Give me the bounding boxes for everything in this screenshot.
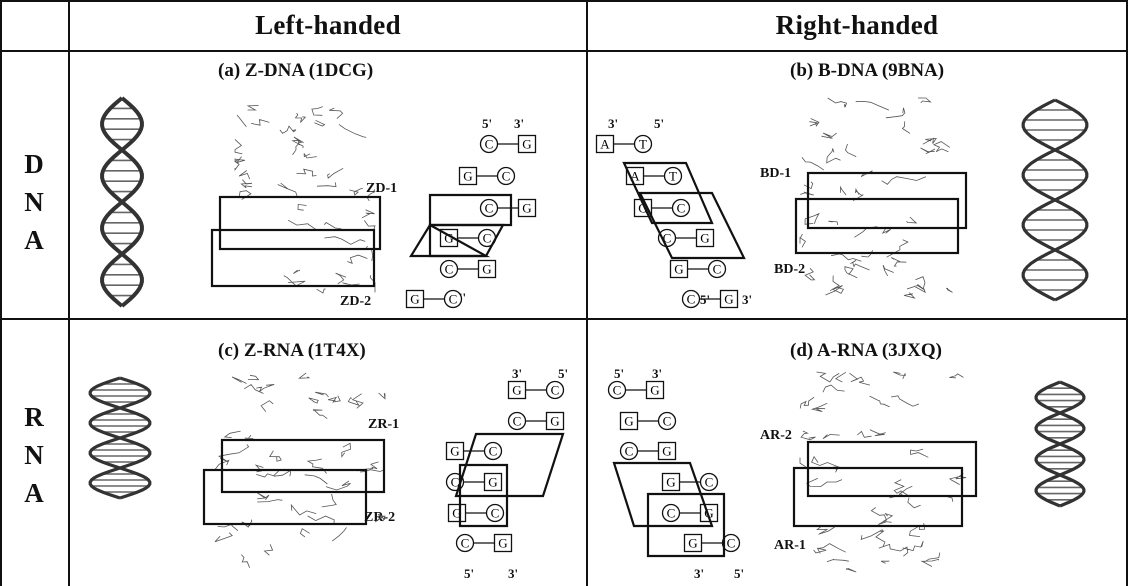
base-letter: C — [502, 169, 511, 184]
atom-bonds — [800, 372, 966, 572]
base-letter: G — [463, 169, 472, 184]
base-letter: G — [498, 536, 507, 551]
base-letter: C — [663, 414, 672, 429]
base-letter: T — [639, 137, 647, 152]
bd1-stacking-box — [808, 173, 966, 228]
base-letter: G — [688, 536, 697, 551]
base-letter: C — [485, 137, 494, 152]
base-pair: CG — [457, 535, 512, 552]
zdna-helix-thumbnail — [102, 98, 142, 306]
base-pair: GC — [407, 291, 462, 308]
base-pair: CG — [609, 382, 664, 399]
base-letter: C — [491, 506, 500, 521]
zr2-stacking-box — [204, 470, 366, 524]
base-letter: G — [522, 137, 531, 152]
zrna-helix-thumbnail — [90, 378, 150, 498]
base-pair: CG — [659, 230, 714, 247]
base-letter: C — [677, 201, 686, 216]
base-letter: G — [700, 231, 709, 246]
base-letter: C — [713, 262, 722, 277]
base-pair: GC — [447, 443, 502, 460]
base-letter: C — [705, 475, 714, 490]
base-letter: G — [550, 414, 559, 429]
arna-stick-model — [800, 372, 966, 572]
base-letter: G — [482, 262, 491, 277]
base-letter: G — [666, 475, 675, 490]
base-letter: G — [410, 292, 419, 307]
base-letter: G — [488, 475, 497, 490]
bdna-pair-box-lower — [640, 193, 744, 258]
base-letter: G — [624, 414, 633, 429]
bd2-stacking-box — [796, 199, 958, 253]
base-letter: C — [551, 383, 560, 398]
zd2-stacking-box — [212, 230, 374, 286]
base-letter: T — [669, 169, 677, 184]
base-letter: C — [449, 292, 458, 307]
base-letter: C — [513, 414, 522, 429]
base-letter: C — [667, 506, 676, 521]
zdna-pair-box-upper — [430, 195, 511, 225]
base-letter: G — [512, 383, 521, 398]
arna-helix-thumbnail — [1036, 382, 1084, 506]
base-letter: C — [613, 383, 622, 398]
base-letter: G — [662, 444, 671, 459]
bdna-helix-thumbnail — [1023, 100, 1087, 300]
base-pair: CG — [683, 291, 738, 308]
base-letter: C — [625, 444, 634, 459]
base-letter: G — [522, 201, 531, 216]
base-letter: C — [489, 444, 498, 459]
base-pair: CG — [481, 136, 536, 153]
base-pair: GC — [685, 535, 740, 552]
base-letter: G — [674, 262, 683, 277]
base-letter: G — [450, 444, 459, 459]
base-letter: C — [727, 536, 736, 551]
base-letter: C — [485, 201, 494, 216]
base-letter: C — [445, 262, 454, 277]
base-letter: C — [687, 292, 696, 307]
panel-b-base-pairs: ATATGCCGGCCG — [597, 136, 738, 308]
base-letter: G — [724, 292, 733, 307]
base-pair: GC — [509, 382, 564, 399]
atom-bonds — [235, 106, 375, 294]
base-pair: CG — [481, 200, 536, 217]
zdna-stick-model — [235, 106, 375, 294]
base-letter: C — [461, 536, 470, 551]
base-letter: A — [600, 137, 610, 152]
base-letter: G — [650, 383, 659, 398]
base-letter: C — [483, 231, 492, 246]
